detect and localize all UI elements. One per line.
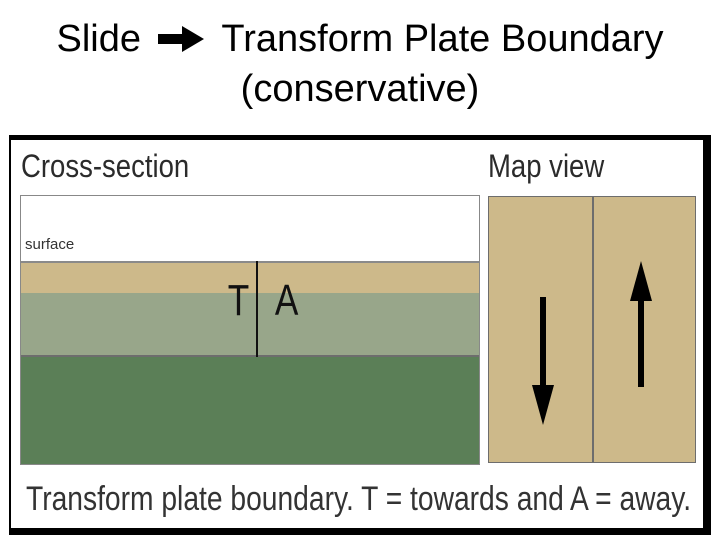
title-main: Transform Plate Boundary	[221, 18, 664, 60]
title-line-1: Slide Transform Plate Boundary	[0, 14, 720, 64]
crust-layer-top	[21, 261, 479, 295]
crust-layer-middle	[21, 293, 479, 357]
slide-title: Slide Transform Plate Boundary (conserva…	[0, 14, 720, 114]
right-arrow-icon	[157, 26, 204, 52]
transform-boundary-figure: Cross-section Map view surface T A Trans…	[9, 135, 711, 535]
map-view-diagram	[488, 196, 696, 463]
figure-caption: Transform plate boundary. T = towards an…	[26, 480, 692, 518]
surface-label: surface	[25, 236, 75, 253]
map-view-label: Map view	[488, 148, 605, 184]
up-arrow-icon	[630, 261, 652, 387]
sky-layer	[21, 196, 479, 261]
fault-line	[256, 261, 258, 357]
title-line-2: (conservative)	[240, 68, 480, 110]
map-fault-line	[592, 197, 594, 462]
cross-section-diagram: surface T A	[20, 195, 480, 465]
mantle-layer	[21, 357, 479, 464]
away-marker: A	[274, 276, 299, 325]
cross-section-label: Cross-section	[21, 148, 190, 184]
towards-marker: T	[227, 276, 250, 325]
figure-panel: Cross-section Map view surface T A Trans…	[11, 140, 703, 528]
down-arrow-icon	[532, 297, 554, 425]
title-prefix: Slide	[56, 18, 141, 60]
